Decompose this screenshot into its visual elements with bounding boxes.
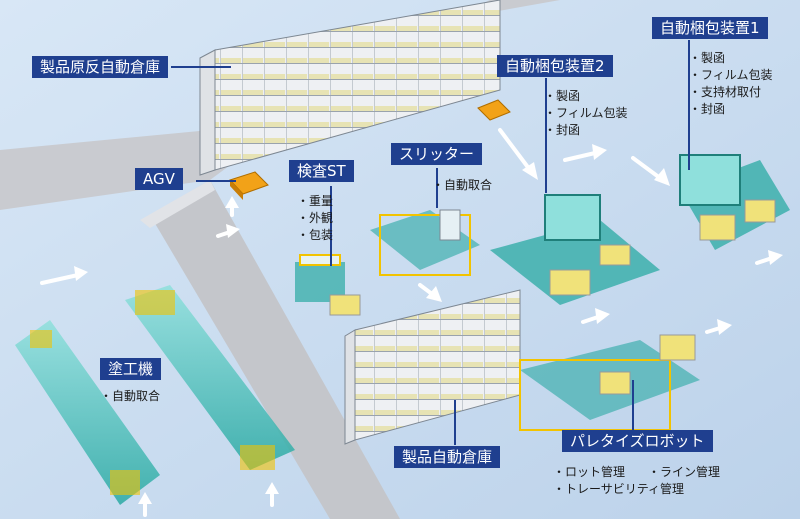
notes-coater: 自動取合 bbox=[100, 388, 160, 405]
note-item: 製函 bbox=[544, 88, 628, 105]
leader-line bbox=[454, 400, 456, 445]
flow-arrow bbox=[138, 492, 152, 517]
flow-arrow bbox=[216, 224, 240, 238]
palletizing-area bbox=[519, 334, 700, 431]
coater-machine-left bbox=[15, 320, 160, 505]
notes-palletize-left: ロット管理 トレーサビリティ管理 bbox=[553, 464, 684, 498]
label-pack2: 自動梱包装置2 bbox=[497, 55, 613, 77]
coater-machine-right bbox=[125, 285, 295, 470]
label-pack1: 自動梱包装置1 bbox=[652, 17, 768, 39]
product-warehouse-rack bbox=[344, 289, 521, 445]
leader-line bbox=[632, 380, 634, 430]
label-slitter: スリッター bbox=[391, 143, 483, 165]
flow-arrow bbox=[581, 308, 610, 324]
notes-slitter: 自動取合 bbox=[432, 177, 492, 194]
label-product-warehouse: 製品自動倉庫 bbox=[394, 446, 501, 468]
label-coater: 塗工機 bbox=[100, 358, 162, 380]
leader-line bbox=[171, 66, 231, 68]
notes-palletize-right: ライン管理 bbox=[648, 464, 720, 481]
flow-arrow bbox=[498, 128, 538, 180]
note-item: 封函 bbox=[689, 101, 773, 118]
flow-arrows bbox=[40, 128, 783, 517]
note-item: 支持材取付 bbox=[689, 84, 773, 101]
notes-pack2: 製函 フィルム包装 封函 bbox=[544, 88, 628, 139]
note-item: トレーサビリティ管理 bbox=[553, 481, 684, 498]
flow-arrow bbox=[755, 250, 783, 265]
raw-warehouse-rack bbox=[199, 0, 501, 176]
note-item: フィルム包装 bbox=[689, 67, 773, 84]
note-item: ライン管理 bbox=[648, 464, 720, 481]
note-item: ロット管理 bbox=[553, 464, 684, 481]
flow-arrow bbox=[265, 482, 279, 507]
flow-arrow bbox=[631, 156, 670, 186]
note-item: フィルム包装 bbox=[544, 105, 628, 122]
flow-arrow bbox=[418, 283, 442, 302]
slitter-machine bbox=[370, 209, 480, 276]
note-item: 重量 bbox=[297, 193, 333, 210]
note-item: 自動取合 bbox=[432, 177, 492, 194]
label-agv: AGV bbox=[135, 168, 183, 190]
notes-pack1: 製函 フィルム包装 支持材取付 封函 bbox=[689, 50, 773, 118]
agv-vehicle bbox=[229, 171, 269, 200]
flow-arrow bbox=[705, 319, 732, 335]
divider-wall-top bbox=[140, 180, 215, 228]
flow-arrow bbox=[40, 266, 88, 285]
note-item: 外観 bbox=[297, 210, 333, 227]
flow-arrow bbox=[563, 144, 607, 162]
label-palletize: パレタイズロボット bbox=[562, 430, 713, 452]
note-item: 製函 bbox=[689, 50, 773, 67]
notes-inspection: 重量 外観 包装 bbox=[297, 193, 333, 244]
note-item: 自動取合 bbox=[100, 388, 160, 405]
packing-line-2 bbox=[490, 194, 660, 305]
leader-line bbox=[196, 180, 236, 182]
note-item: 封函 bbox=[544, 122, 628, 139]
label-inspection: 検査ST bbox=[289, 160, 354, 182]
note-item: 包装 bbox=[297, 227, 333, 244]
agv-vehicle-2 bbox=[477, 99, 511, 121]
flow-arrow bbox=[225, 196, 239, 217]
packing-line-1 bbox=[679, 154, 790, 250]
divider-wall bbox=[150, 180, 400, 519]
inspection-station bbox=[295, 254, 361, 316]
label-raw-warehouse: 製品原反自動倉庫 bbox=[32, 56, 169, 78]
